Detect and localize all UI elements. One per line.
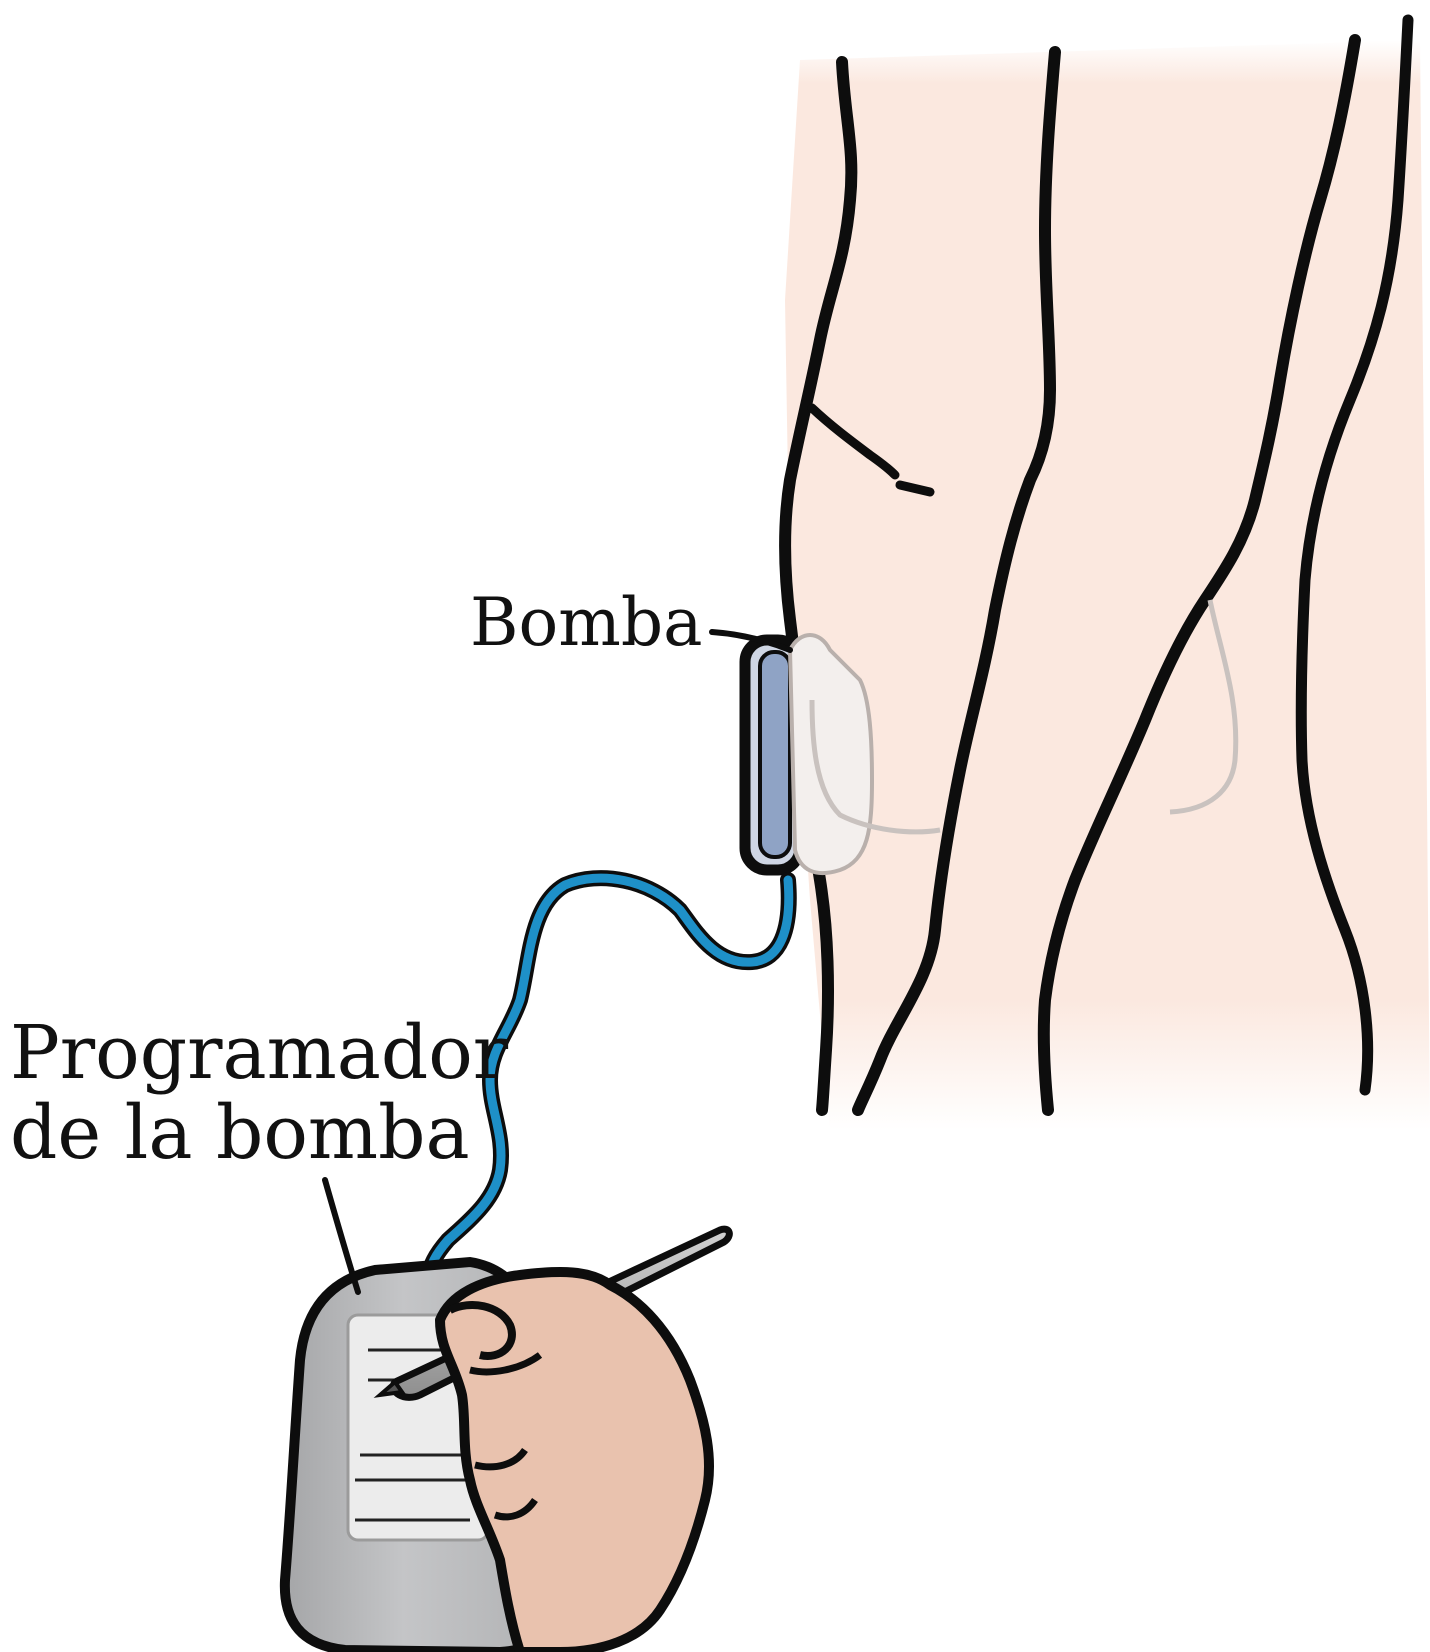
pump-label: Bomba: [470, 584, 702, 661]
programmer-label-line2: de la bomba: [10, 1090, 470, 1176]
programmer-label-line1: Programador: [10, 1010, 509, 1096]
programmer-leader-line: [325, 1180, 358, 1292]
skin-area: [785, 40, 1430, 1130]
